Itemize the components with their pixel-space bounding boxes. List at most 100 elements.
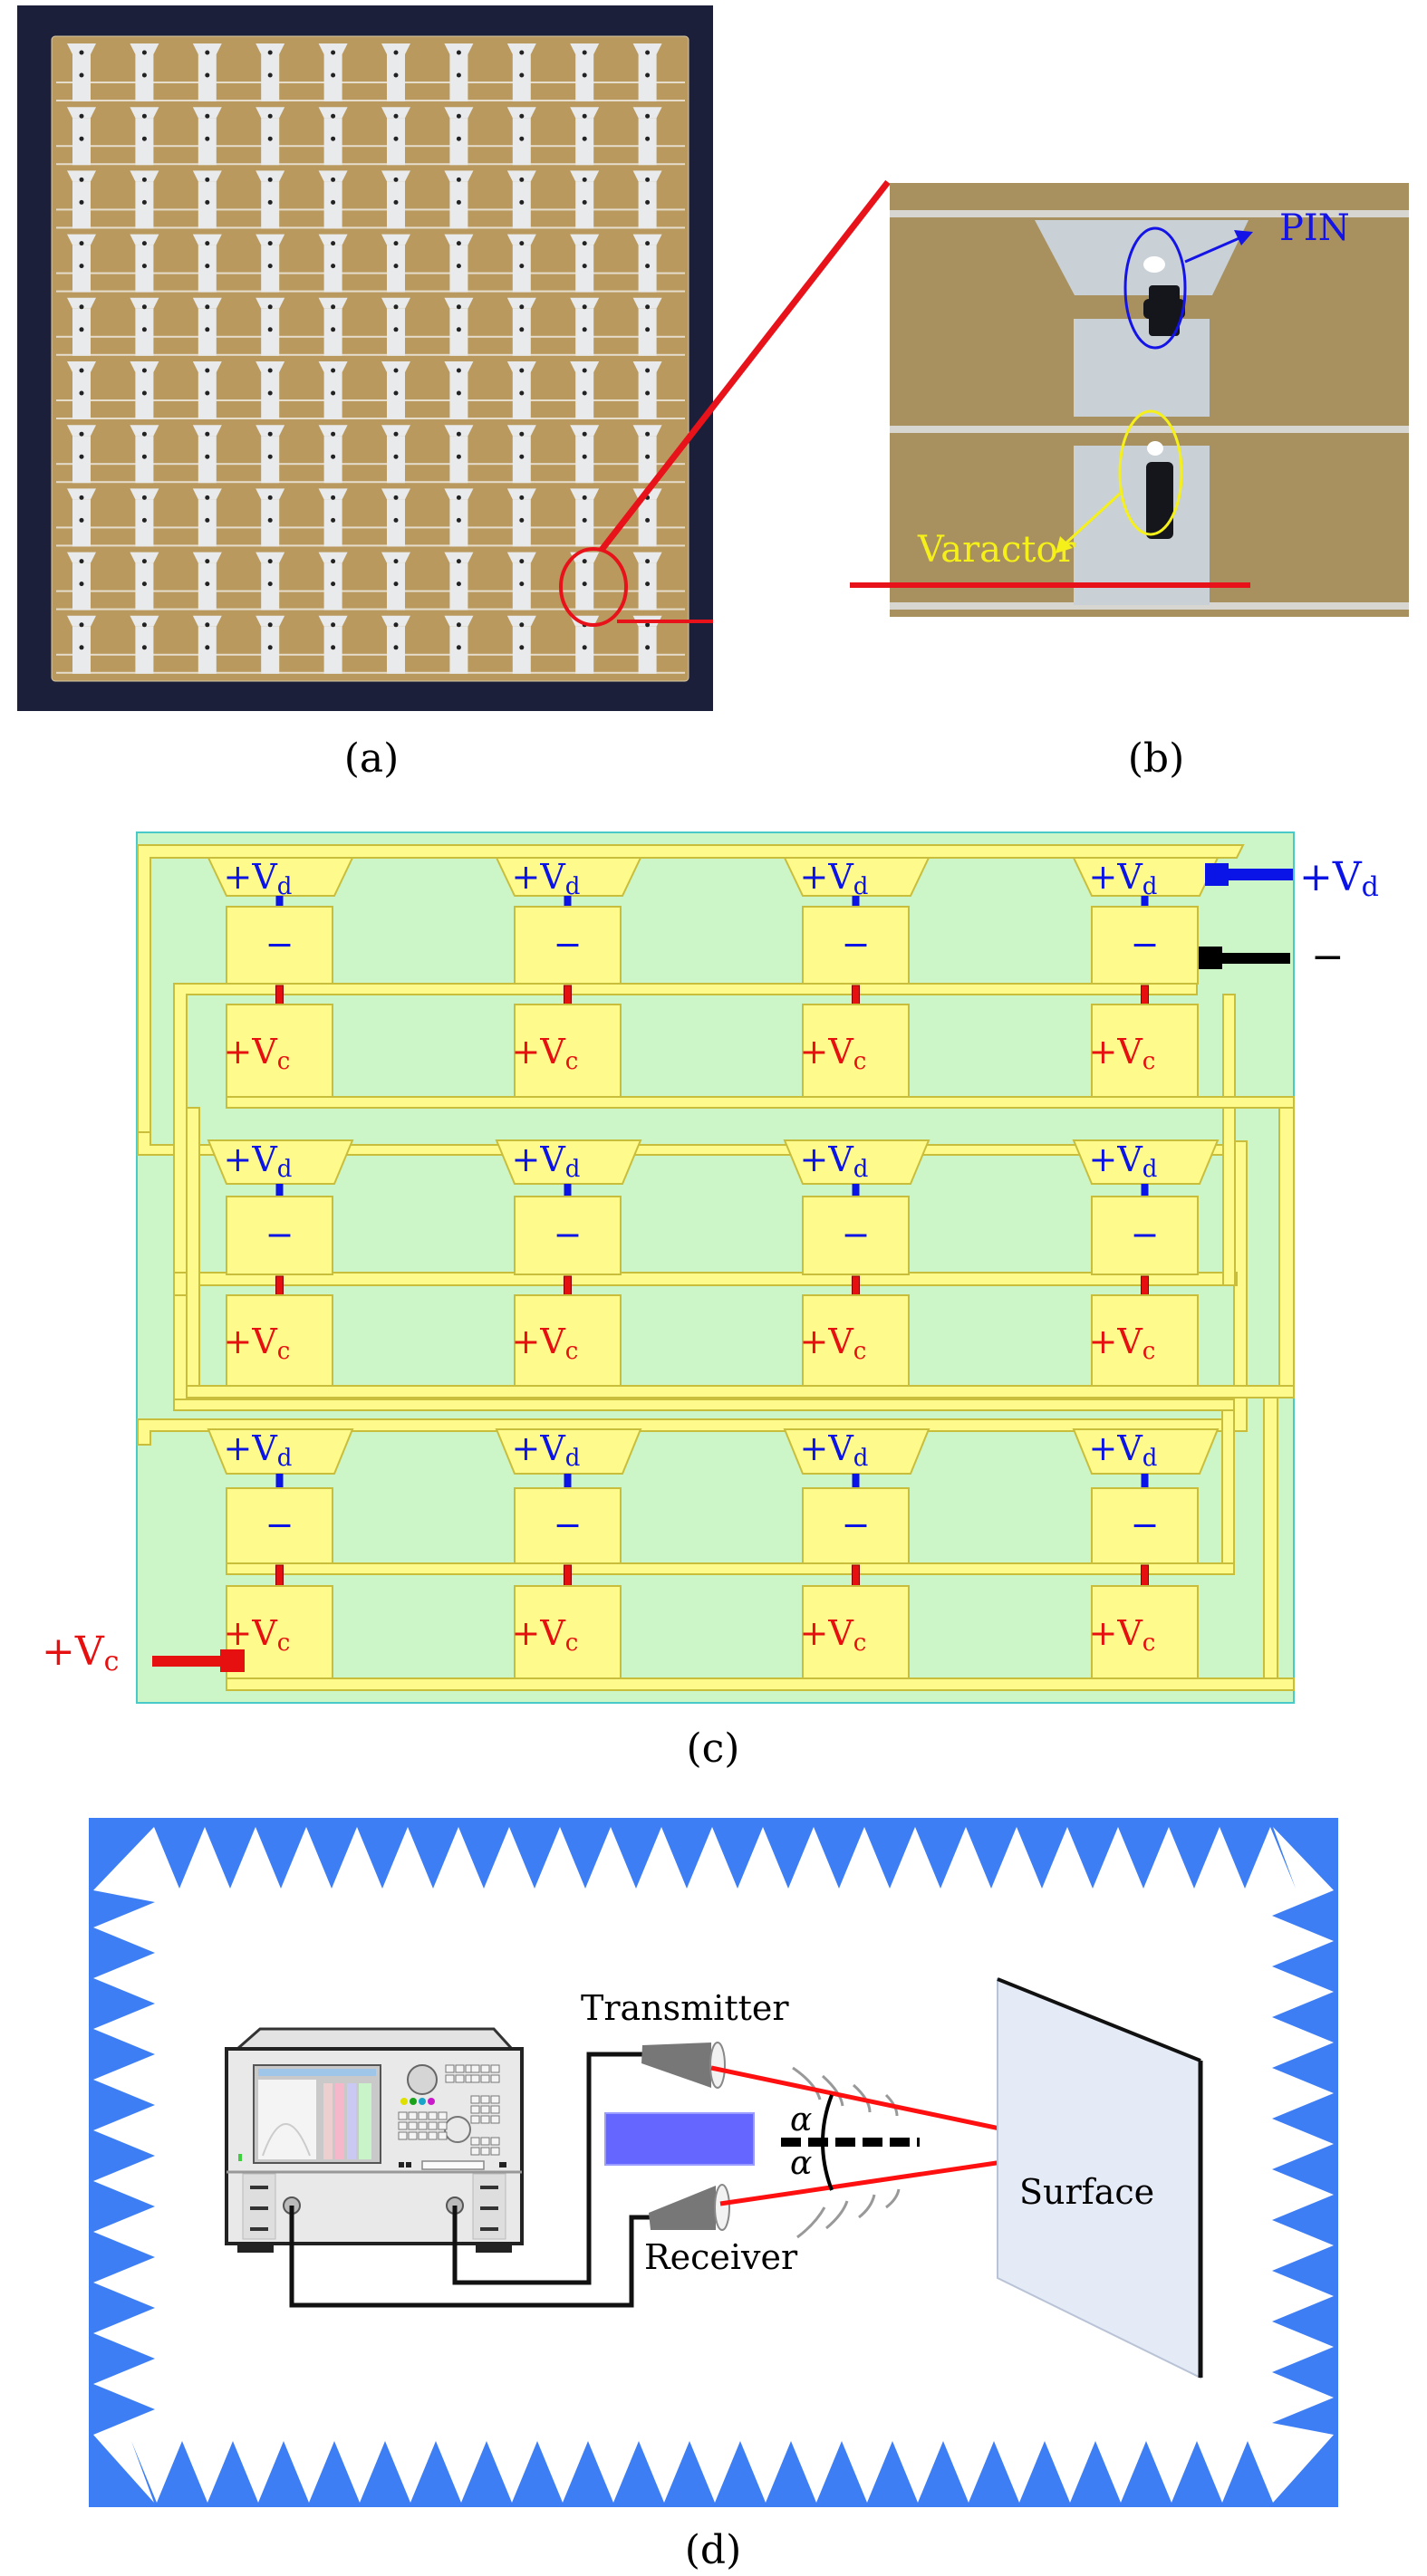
- vna-foot: [237, 2244, 274, 2253]
- unit-cell-diode-pad: [570, 234, 600, 245]
- varactor-diode: [582, 199, 587, 205]
- vna-key-cyan[interactable]: [419, 2098, 426, 2105]
- varactor-diode: [275, 1564, 284, 1587]
- varactor-diode: [519, 72, 525, 78]
- vc-label-sub: c: [853, 1048, 867, 1075]
- bias-line: [56, 544, 685, 547]
- vna-key[interactable]: [398, 2121, 408, 2130]
- pin-diode: [79, 495, 84, 500]
- pin-diode: [582, 559, 587, 564]
- pin-diode: [79, 559, 84, 564]
- vna-key[interactable]: [470, 2064, 480, 2073]
- vna-key[interactable]: [398, 2111, 408, 2120]
- pin-diode: [582, 177, 587, 182]
- pin-diode: [456, 50, 461, 55]
- vna-button[interactable]: [499, 2162, 506, 2167]
- pin-diode: [852, 1184, 860, 1197]
- vna-key[interactable]: [470, 2137, 480, 2146]
- vna-key[interactable]: [480, 2105, 490, 2114]
- vna-key[interactable]: [438, 2121, 448, 2130]
- vna-key[interactable]: [480, 2064, 490, 2073]
- vna-key[interactable]: [445, 2074, 455, 2083]
- vna-key-yellow[interactable]: [400, 2098, 408, 2105]
- vna-key[interactable]: [470, 2095, 480, 2104]
- vna-key[interactable]: [490, 2147, 500, 2156]
- vna-key[interactable]: [490, 2115, 500, 2124]
- vna-key[interactable]: [480, 2095, 490, 2104]
- vna-key[interactable]: [490, 2064, 500, 2073]
- vna-key[interactable]: [470, 2147, 480, 2156]
- vna-key[interactable]: [470, 2105, 480, 2114]
- varactor-diode: [852, 1275, 860, 1296]
- vna-vent: [250, 2227, 268, 2231]
- vna-key[interactable]: [470, 2074, 480, 2083]
- vna-button[interactable]: [406, 2162, 411, 2167]
- vna-button[interactable]: [399, 2162, 404, 2167]
- vna-key[interactable]: [445, 2064, 455, 2073]
- ground-pad: [1091, 1196, 1199, 1275]
- varactor-diode: [1141, 1564, 1149, 1587]
- vna-key-magenta[interactable]: [428, 2098, 435, 2105]
- vna-key[interactable]: [490, 2105, 500, 2114]
- vd-terminal-wire: [1227, 869, 1293, 880]
- unit-cell-strip: [387, 118, 405, 166]
- unit-cell-diode-pad: [130, 234, 159, 245]
- vna-key[interactable]: [438, 2111, 448, 2120]
- vna-key[interactable]: [418, 2121, 428, 2130]
- unit-cell-diode-pad: [130, 297, 159, 309]
- unit-cell-strip: [72, 499, 91, 547]
- pin-diode: [205, 559, 210, 564]
- vna-key[interactable]: [480, 2137, 490, 2146]
- pin-diode-marker: [1123, 226, 1187, 350]
- vna-key[interactable]: [428, 2111, 438, 2120]
- vna-vent: [250, 2186, 268, 2189]
- vna-screen-column: [323, 2083, 333, 2159]
- unit-cell-strip: [638, 54, 657, 101]
- caption-c: (c): [687, 1725, 740, 1772]
- vna-key[interactable]: [418, 2131, 428, 2140]
- vna-key[interactable]: [428, 2121, 438, 2130]
- vna-key[interactable]: [490, 2074, 500, 2083]
- vna-key[interactable]: [438, 2131, 448, 2140]
- diode-bias-pad: [207, 857, 354, 897]
- vna-key[interactable]: [398, 2131, 408, 2140]
- vna-key[interactable]: [408, 2131, 418, 2140]
- vna-key[interactable]: [490, 2137, 500, 2146]
- vna-key[interactable]: [408, 2121, 418, 2130]
- vna-key[interactable]: [480, 2147, 490, 2156]
- vna-key-green[interactable]: [410, 2098, 417, 2105]
- bias-line: [890, 426, 1409, 433]
- vna-key[interactable]: [470, 2115, 480, 2124]
- varactor-diode: [267, 199, 273, 205]
- unit-cell-strip: [198, 562, 217, 610]
- pin-label: PIN: [1279, 207, 1350, 249]
- varactor-diode: [519, 199, 525, 205]
- pin-diode: [393, 241, 399, 246]
- vna-knob[interactable]: [407, 2064, 438, 2095]
- vna-key[interactable]: [455, 2064, 465, 2073]
- unit-cell-diode-pad: [444, 488, 474, 500]
- vna-trace: [262, 2123, 311, 2157]
- unit-cell-strip: [575, 499, 594, 547]
- vna-key[interactable]: [490, 2095, 500, 2104]
- vna-key[interactable]: [408, 2111, 418, 2120]
- pin-diode: [582, 368, 587, 373]
- vna-key[interactable]: [480, 2115, 490, 2124]
- vna-key[interactable]: [428, 2131, 438, 2140]
- unit-cell-diode-pad: [444, 425, 474, 437]
- varactor-diode: [275, 1275, 284, 1296]
- ground-label: −: [265, 1215, 294, 1254]
- vna-top: [234, 2027, 516, 2051]
- angle-arc: [821, 2094, 834, 2191]
- varactor-diode: [141, 199, 147, 205]
- unit-cell-diode-pad: [570, 170, 600, 182]
- varactor-diode: [1141, 1275, 1149, 1296]
- pin-diode: [141, 50, 147, 55]
- vna-key[interactable]: [418, 2111, 428, 2120]
- vna-key[interactable]: [455, 2074, 465, 2083]
- ground-pad: [514, 906, 622, 985]
- unit-cell-diode-pad: [192, 552, 222, 563]
- vna-key[interactable]: [480, 2074, 490, 2083]
- vc-label-main: +V: [1089, 1032, 1143, 1072]
- ground-label: −: [1131, 1505, 1160, 1545]
